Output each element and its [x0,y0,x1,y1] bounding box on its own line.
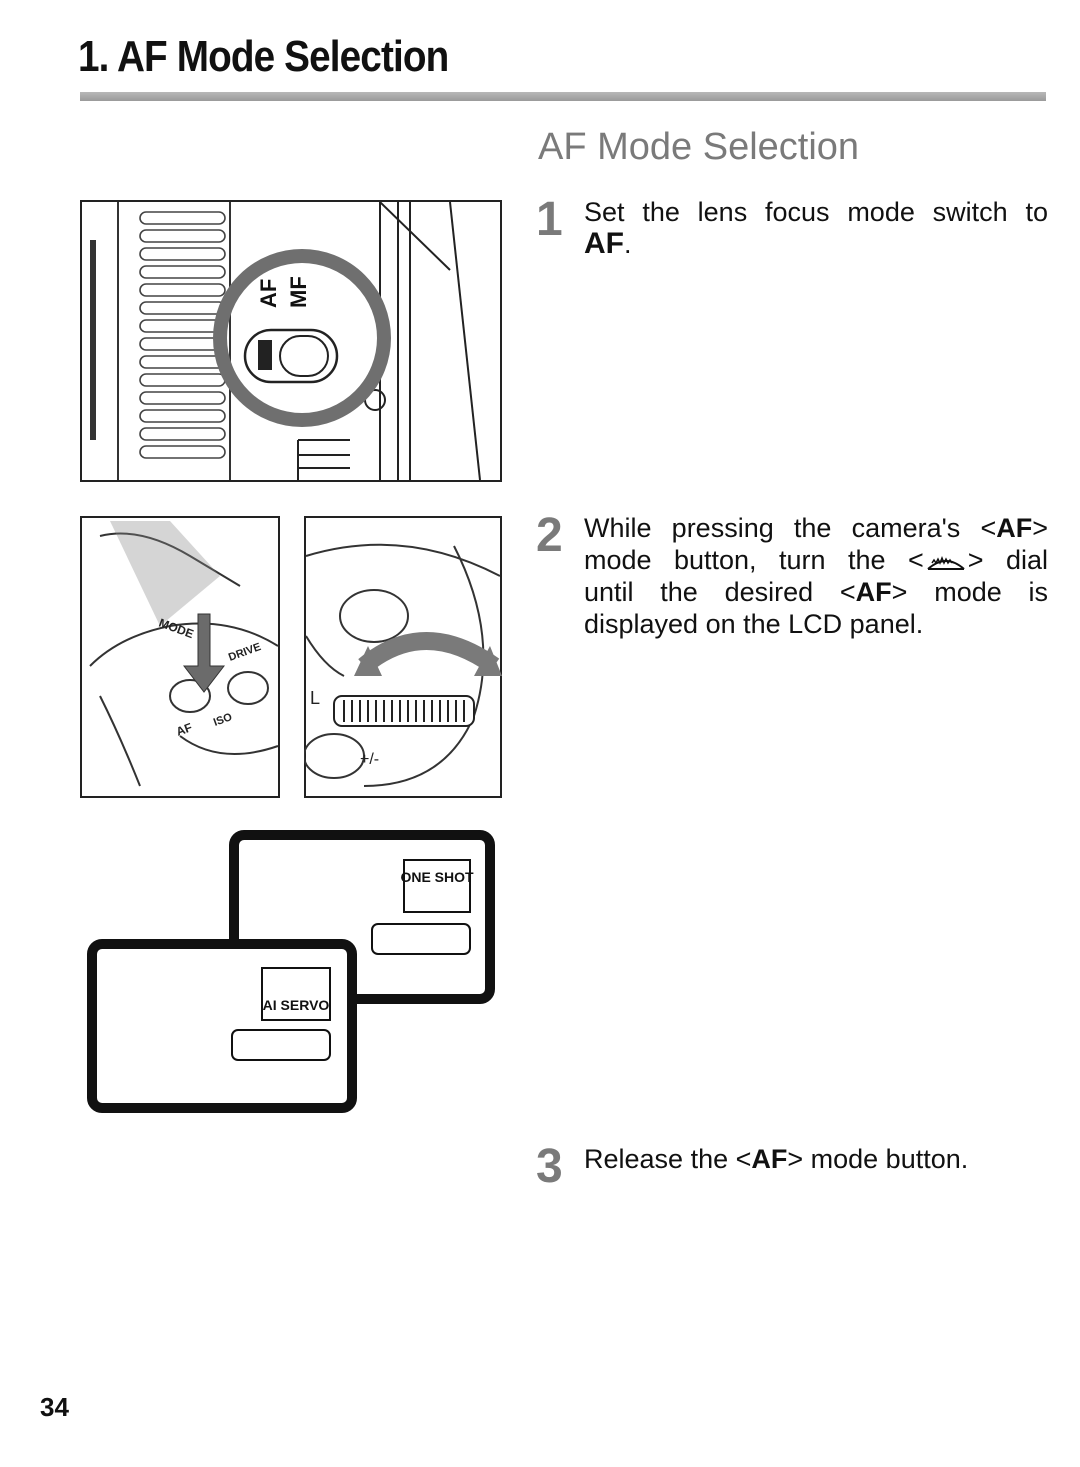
main-dial-illustration: L +/- [304,516,502,798]
lcd-panels-illustration: ONE SHOT AI SERVO [87,830,495,1113]
af-label: AF [855,577,892,607]
step-2-line-4: displayed on the LCD panel. [584,609,924,639]
main-dial-icon [927,555,965,570]
af-label: AF [584,227,624,260]
lcd-ai-servo-label: AI SERVO [263,997,330,1013]
step-number: 1 [536,193,563,246]
dial-exposure-label: +/- [360,751,379,768]
step-2-line-2: mode button, turn the <> dial [584,545,1048,575]
lens-mf-label: MF [286,276,311,308]
lcd-one-shot-label: ONE SHOT [400,869,474,885]
step-2-line-3: until the desired <AF> mode is [584,577,1048,607]
page-number: 34 [40,1392,69,1422]
step-number: 3 [536,1140,563,1193]
dial-l-label: L [310,688,320,708]
step-number: 2 [536,509,563,562]
af-label: AF [996,513,1033,543]
page-title: 1. AF Mode Selection [78,32,449,81]
step-text: Release the <AF> mode button. [584,1144,969,1174]
step-2-line-1: While pressing the camera's <AF> [584,513,1048,543]
section-heading: AF Mode Selection [538,126,860,168]
af-suffix: . [624,229,632,259]
step-text: Set the lens focus mode switch to AF. [584,196,1048,260]
af-label: AF [751,1144,788,1174]
lens-af-label: AF [256,279,281,308]
lens-switch-illustration: AF MF [80,200,502,482]
step-text: While pressing the camera's <AF> mode bu… [584,512,1048,640]
step-1-line: Set the lens focus mode switch to [584,197,1048,227]
af-button-label: AF [174,720,194,739]
title-rule [80,92,1046,101]
mode-button-illustration: MODE DRIVE AF ISO [80,516,280,798]
